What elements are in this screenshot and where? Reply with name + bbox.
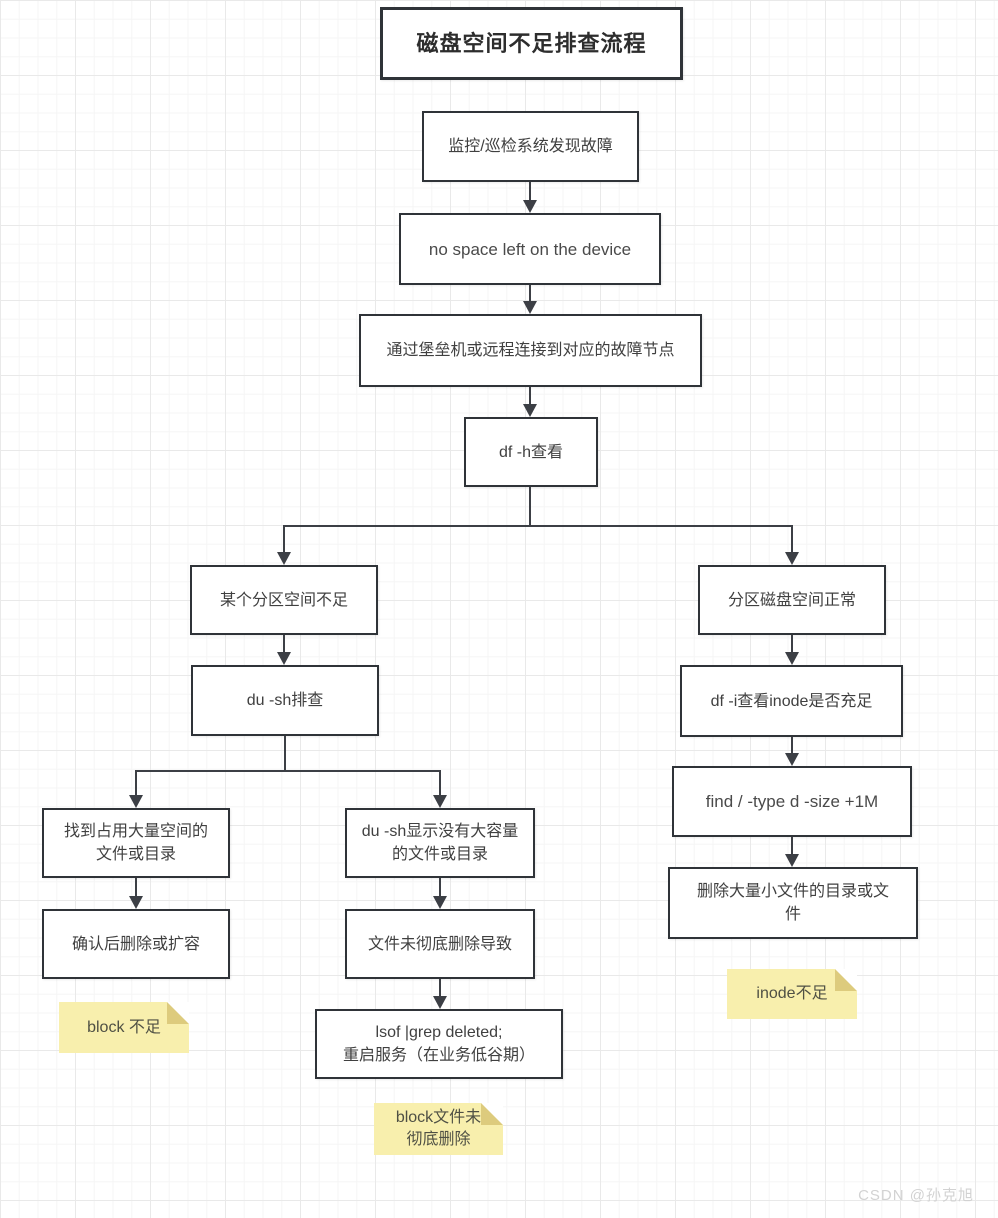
node-df-i[interactable]: df -i查看inode是否充足 <box>680 665 903 737</box>
node-partition-ok[interactable]: 分区磁盘空间正常 <box>698 565 886 635</box>
arrowhead-icon <box>785 854 799 867</box>
connector <box>529 285 531 302</box>
note-block-not-deleted[interactable]: block文件未 彻底删除 <box>374 1103 503 1155</box>
connector <box>283 525 285 552</box>
connector <box>283 525 793 527</box>
node-confirm-delete[interactable]: 确认后删除或扩容 <box>42 909 230 979</box>
arrowhead-icon <box>433 996 447 1009</box>
node-monitor[interactable]: 监控/巡检系统发现故障 <box>422 111 639 182</box>
note-inode-insufficient[interactable]: inode不足 <box>727 969 857 1019</box>
watermark: CSDN @孙克旭 <box>858 1187 974 1204</box>
node-delete-small[interactable]: 删除大量小文件的目录或文件 <box>668 867 918 939</box>
connector <box>529 487 531 527</box>
arrowhead-icon <box>433 896 447 909</box>
connector <box>439 770 441 795</box>
node-lsof[interactable]: lsof |grep deleted; 重启服务（在业务低谷期） <box>315 1009 563 1079</box>
connector <box>439 979 441 997</box>
connector <box>791 525 793 552</box>
connector <box>283 635 285 653</box>
arrowhead-icon <box>129 795 143 808</box>
connector <box>439 878 441 897</box>
arrowhead-icon <box>523 301 537 314</box>
node-du-sh[interactable]: du -sh排查 <box>191 665 379 736</box>
connector <box>284 736 286 772</box>
node-connect[interactable]: 通过堡垒机或远程连接到对应的故障节点 <box>359 314 702 387</box>
node-find-cmd[interactable]: find / -type d -size +1M <box>672 766 912 837</box>
arrowhead-icon <box>523 404 537 417</box>
node-du-sh-none[interactable]: du -sh显示没有大容量的文件或目录 <box>345 808 535 878</box>
connector <box>791 635 793 653</box>
connector <box>529 182 531 201</box>
arrowhead-icon <box>785 753 799 766</box>
connector <box>791 737 793 754</box>
node-df-h[interactable]: df -h查看 <box>464 417 598 487</box>
connector <box>135 770 441 772</box>
node-found-large[interactable]: 找到占用大量空间的文件或目录 <box>42 808 230 878</box>
node-not-deleted[interactable]: 文件未彻底删除导致 <box>345 909 535 979</box>
connector <box>791 837 793 855</box>
connector <box>135 770 137 795</box>
node-no-space[interactable]: no space left on the device <box>399 213 661 285</box>
arrowhead-icon <box>523 200 537 213</box>
note-block-insufficient[interactable]: block 不足 <box>59 1002 189 1053</box>
arrowhead-icon <box>433 795 447 808</box>
node-partition-full[interactable]: 某个分区空间不足 <box>190 565 378 635</box>
connector <box>529 387 531 405</box>
arrowhead-icon <box>785 552 799 565</box>
arrowhead-icon <box>129 896 143 909</box>
node-title[interactable]: 磁盘空间不足排查流程 <box>380 7 683 80</box>
arrowhead-icon <box>785 652 799 665</box>
arrowhead-icon <box>277 652 291 665</box>
arrowhead-icon <box>277 552 291 565</box>
connector <box>135 878 137 897</box>
